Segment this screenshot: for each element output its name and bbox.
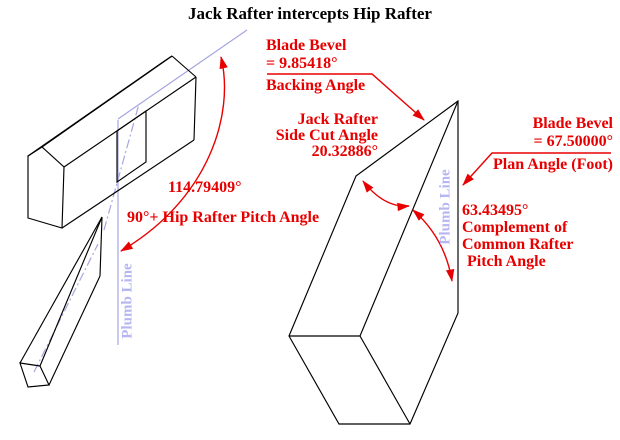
mortise-hole bbox=[116, 109, 147, 184]
side-cut-value: 20.32886° bbox=[311, 143, 378, 160]
plan-angle-caption: Plan Angle (Foot) bbox=[493, 156, 613, 173]
jack-plumb-cut-edge bbox=[99, 216, 103, 277]
hip-pitch-angle-arc bbox=[120, 56, 228, 252]
page-title: Jack Rafter intercepts Hip Rafter bbox=[188, 4, 432, 23]
jack-center-line bbox=[33, 243, 99, 373]
backing-angle-label: Blade Bevel = 9.85418° bbox=[266, 37, 346, 73]
hip-ridge-edge bbox=[41, 55, 173, 148]
backing-angle-name: Blade Bevel bbox=[266, 37, 347, 54]
hip-pitch-caption: 90°+ Hip Rafter Pitch Angle bbox=[127, 209, 320, 226]
complement-caption-2: Common Rafter bbox=[462, 236, 574, 253]
complement-value: 63.43495° bbox=[462, 202, 529, 219]
side-cut-angle-label: Jack Rafter Side Cut Angle 20.32886° bbox=[240, 112, 378, 160]
hip-pitch-value: 114.79409° bbox=[168, 179, 242, 196]
hip-end-prism bbox=[288, 99, 459, 425]
jack-top-edge bbox=[19, 216, 103, 364]
hip-left-end-face bbox=[27, 146, 65, 229]
hip-end-right-edge bbox=[193, 76, 197, 141]
side-cut-name-1: Jack Rafter bbox=[297, 111, 378, 128]
hip-rafter-slope-line bbox=[117, 29, 248, 120]
prism-front-corner-edge bbox=[359, 335, 411, 425]
side-cut-angle-arc bbox=[362, 180, 410, 212]
jack-end-face bbox=[19, 362, 50, 388]
backing-angle-value: = 9.85418° bbox=[266, 55, 338, 72]
backing-angle-leader bbox=[267, 73, 425, 121]
prism-outline bbox=[288, 99, 459, 425]
complement-caption-3: Pitch Angle bbox=[467, 253, 546, 270]
backing-angle-caption: Backing Angle bbox=[266, 77, 366, 94]
jack-bevel-edge bbox=[39, 216, 103, 367]
jack-rafter-beam bbox=[19, 216, 103, 388]
complement-angle-label: 63.43495° Complement of Common Rafter Pi… bbox=[462, 202, 574, 270]
plan-angle-label: Blade Bevel = 67.50000° bbox=[478, 115, 613, 151]
hip-end-top-edge bbox=[162, 55, 173, 63]
construction-lines bbox=[33, 29, 248, 373]
complement-caption-1: Complement of bbox=[462, 219, 568, 236]
complement-angle-arc bbox=[412, 209, 455, 282]
plan-angle-value: = 67.50000° bbox=[533, 133, 613, 150]
plumb-line-left-label: Plumb Line bbox=[119, 263, 136, 339]
hip-rafter-beam bbox=[27, 55, 197, 229]
plan-angle-name: Blade Bevel bbox=[532, 115, 613, 132]
side-cut-name-2: Side Cut Angle bbox=[275, 127, 378, 144]
plumb-line-right-label: Plumb Line bbox=[437, 169, 454, 245]
jack-bottom-edge bbox=[48, 275, 101, 386]
plan-angle-leader bbox=[462, 152, 611, 186]
annotation-marks bbox=[120, 56, 611, 282]
prism-hip-ridge-edge bbox=[359, 100, 459, 337]
